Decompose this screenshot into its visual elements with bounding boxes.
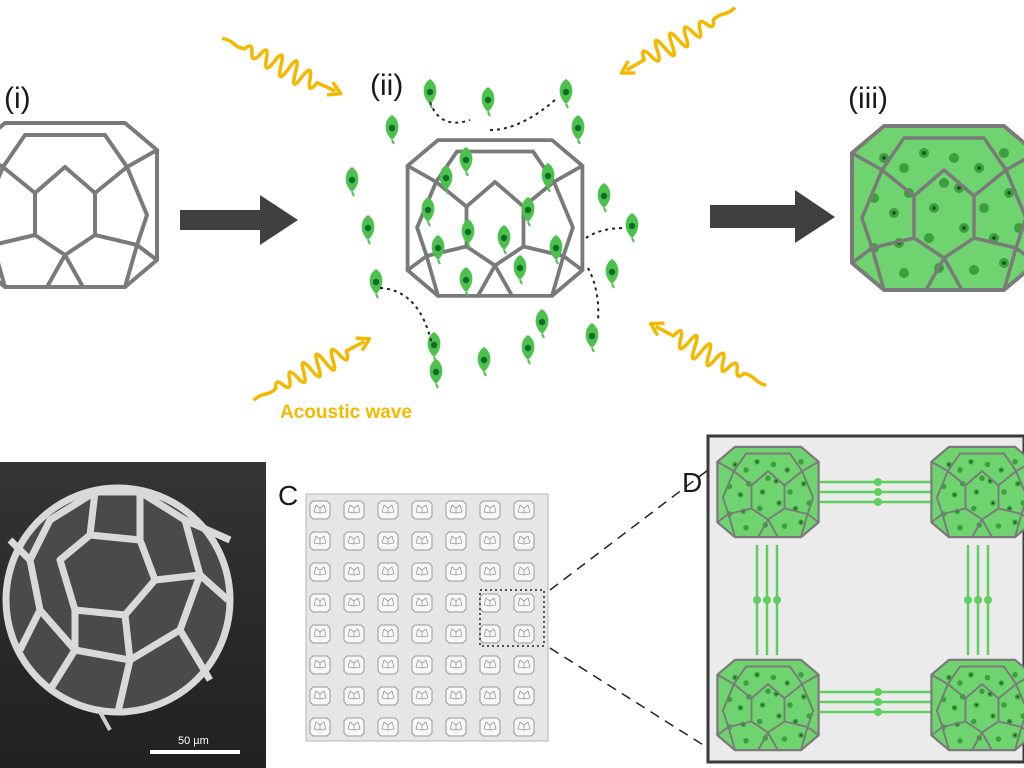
acoustic-wave-label: Acoustic wave [280,402,412,423]
cell-migration-paths [379,99,627,346]
array-scaffold-unit [377,624,399,644]
array-scaffold-unit [479,500,501,520]
array-scaffold-unit [309,531,331,551]
filled-scaffold-top-right [930,445,1024,539]
array-scaffold-unit [309,655,331,675]
zoom-region-box [479,589,545,647]
array-scaffold-unit [411,686,433,706]
array-scaffold-unit [309,562,331,582]
array-scaffold-unit [377,655,399,675]
array-scaffold-unit [343,624,365,644]
array-scaffold-unit [411,531,433,551]
acoustic-wave-icon-bottom-left [246,327,377,412]
filled-scaffold-bottom-left [716,658,820,752]
array-scaffold-unit [445,717,467,737]
array-scaffold-unit [479,624,501,644]
step3-label: (iii) [848,82,888,115]
array-scaffold-unit [513,655,535,675]
array-scaffold-unit [513,624,535,644]
process-arrow-icon-1 [180,195,298,245]
array-scaffold-unit [377,717,399,737]
array-scaffold-unit [445,655,467,675]
scale-bar-label: 50 µm [178,735,209,747]
array-scaffold-unit [309,717,331,737]
acoustic-wave-icon-bottom-right [643,312,774,397]
array-scaffold-unit [343,717,365,737]
cell-network-junctions [753,478,992,716]
array-scaffold-unit [513,686,535,706]
array-scaffold-unit [411,717,433,737]
sem-image [0,462,266,768]
step1-label: (i) [4,82,31,115]
array-scaffold-unit [479,593,501,613]
array-scaffold-unit [411,655,433,675]
array-scaffold-unit [343,593,365,613]
array-scaffold-unit [513,531,535,551]
panel-d-label: D [682,467,702,498]
step2-label: (ii) [370,69,403,102]
array-scaffold-unit [377,593,399,613]
array-scaffold-unit [445,686,467,706]
array-scaffold-unit [377,562,399,582]
array-scaffold-unit [479,562,501,582]
panel-c-label: C [278,480,298,511]
array-scaffold-unit [343,500,365,520]
array-scaffold-unit [343,531,365,551]
array-scaffold-unit [479,655,501,675]
filled-scaffold-top-left [716,445,820,539]
array-scaffold-unit [309,500,331,520]
array-scaffold-unit [479,531,501,551]
array-scaffold-unit [343,686,365,706]
array-scaffold-unit [309,593,331,613]
array-scaffold-unit [513,717,535,737]
array-scaffold-unit [309,624,331,644]
array-scaffold-unit [445,531,467,551]
array-scaffold-unit [445,500,467,520]
array-scaffold-unit [513,500,535,520]
array-scaffold-unit [343,562,365,582]
zoom-lines [549,469,709,749]
array-scaffold-unit [377,531,399,551]
step1-empty-scaffold [0,121,159,289]
array-scaffold-unit [377,686,399,706]
acoustic-wave-icon-top-left [215,26,348,106]
array-scaffold-unit [411,624,433,644]
step3-filled-scaffold [850,124,1024,292]
array-scaffold-unit [513,562,535,582]
array-scaffold-unit [343,655,365,675]
array-scaffold-unit [411,500,433,520]
array-scaffold-unit [445,624,467,644]
array-scaffold-unit [309,686,331,706]
array-scaffold-unit [445,562,467,582]
array-scaffold-unit [445,593,467,613]
process-arrow-icon-2 [710,190,835,243]
filled-scaffold-bottom-right [930,658,1024,752]
array-scaffold-unit [411,562,433,582]
array-scaffold-unit [479,717,501,737]
acoustic-wave-icon-top-right [614,0,743,85]
array-scaffold-unit [479,686,501,706]
array-scaffold-unit [377,500,399,520]
array-scaffold-unit [411,593,433,613]
array-scaffold-unit [513,593,535,613]
step2-seeding-scaffold [405,138,585,298]
